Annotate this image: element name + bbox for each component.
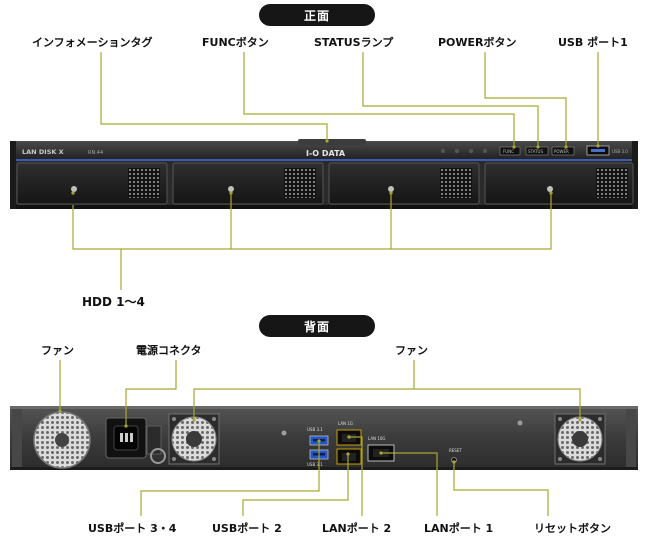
label-func-button: FUNCボタン <box>202 36 269 49</box>
front-brand-logo: I-O DATA <box>306 149 346 158</box>
hdd-tray-3[interactable] <box>328 162 480 205</box>
fan-left-back <box>168 413 220 465</box>
power-button[interactable] <box>551 146 575 156</box>
func-button[interactable] <box>499 146 521 156</box>
label-hdd: HDD 1〜4 <box>82 295 145 309</box>
hdd-tray-1[interactable] <box>16 162 168 205</box>
leader-usb34 <box>140 441 320 516</box>
front-model-sub: RN.44 <box>88 150 103 156</box>
label-usb-port-2: USBポート 2 <box>212 522 282 535</box>
label-status-lamp: STATUSランプ <box>314 36 394 49</box>
label-fan-right: ファン <box>395 344 428 357</box>
cable-clip <box>146 425 166 464</box>
label-reset-button: リセットボタン <box>534 522 611 535</box>
status-led-2 <box>454 148 460 154</box>
screw <box>517 420 523 426</box>
svg-text:LAN 10G: LAN 10G <box>368 436 386 441</box>
leader-usb2 <box>242 454 349 516</box>
label-lan-port-2: LANポート 2 <box>322 522 392 535</box>
back-leader-lines <box>59 360 581 516</box>
status-led-4 <box>482 148 488 154</box>
hdd-tray-4[interactable] <box>484 162 634 205</box>
label-lan-port-1: LANポート 1 <box>424 522 494 535</box>
label-power-connector: 電源コネクタ <box>136 344 202 357</box>
label-power-button: POWERボタン <box>438 36 517 49</box>
label-usb-port-1: USB ポート1 <box>558 36 628 49</box>
leader-fan-right-a <box>193 360 415 420</box>
leader-hdd-bracket <box>72 194 552 250</box>
label-info-tag: インフォメーションタグ <box>32 36 153 49</box>
label-fan-left: ファン <box>41 344 74 357</box>
svg-text:RESET: RESET <box>449 448 462 453</box>
hdd-tray-2[interactable] <box>172 162 324 205</box>
screw <box>281 430 287 436</box>
front-model-text: LAN DISK X <box>22 148 64 156</box>
svg-text:STATUS: STATUS <box>528 149 543 154</box>
svg-text:FUNC: FUNC <box>503 149 514 154</box>
svg-text:POWER: POWER <box>554 149 569 154</box>
leader-info-tag <box>100 52 328 141</box>
svg-text:LAN 1G: LAN 1G <box>338 421 353 426</box>
leader-fan-right-b <box>414 388 581 420</box>
fan-right-back <box>554 413 606 465</box>
leader-lan1 <box>381 452 438 516</box>
leader-reset <box>453 462 549 516</box>
leader-power <box>484 52 567 147</box>
leader-power-connector <box>125 360 177 426</box>
lan-port-2b[interactable] <box>336 448 362 465</box>
info-tag[interactable] <box>298 139 366 145</box>
front-leader-lines <box>72 52 599 290</box>
section-front-pill: 正面 <box>259 4 375 26</box>
leader-status <box>362 52 539 147</box>
status-led-1 <box>440 148 446 154</box>
leader-func <box>243 52 515 147</box>
psu-fan <box>33 411 91 469</box>
svg-text:USB 3.1: USB 3.1 <box>307 427 323 432</box>
section-back-pill: 背面 <box>259 315 375 337</box>
svg-text:USB 3.0: USB 3.0 <box>612 149 628 154</box>
label-usb-port-34: USBポート 3・4 <box>88 522 177 535</box>
leader-lan2 <box>349 436 363 516</box>
front-blue-accent <box>10 159 638 161</box>
status-led-3 <box>468 148 474 154</box>
svg-text:USB 3.1: USB 3.1 <box>307 462 323 467</box>
